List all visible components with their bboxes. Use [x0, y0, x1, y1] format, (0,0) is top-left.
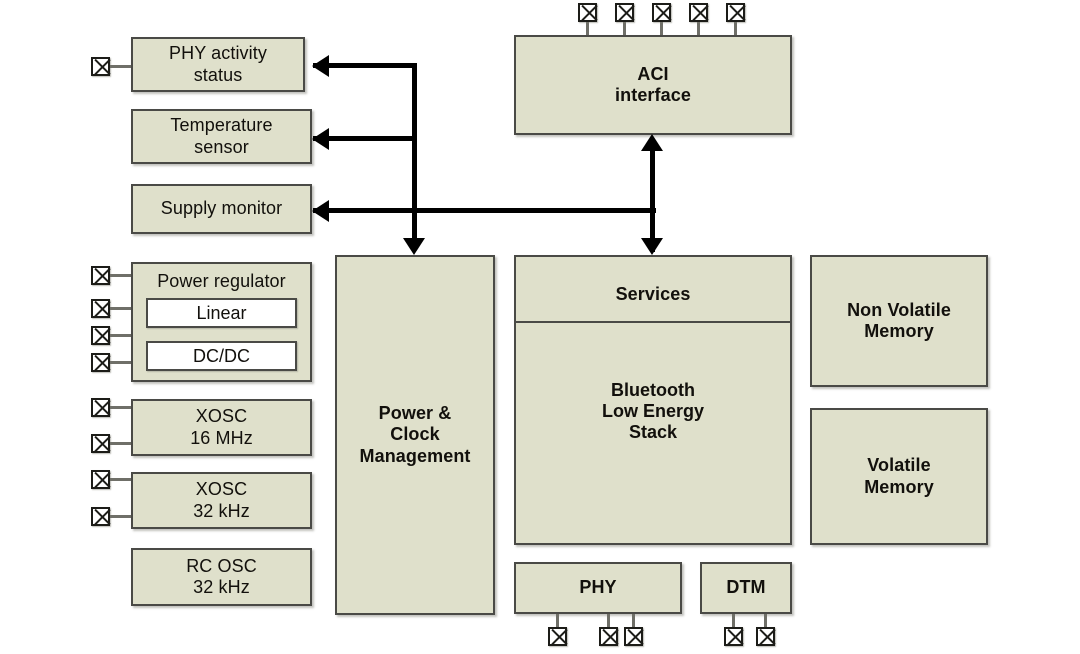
xosc-16mhz-line2: 16 MHz	[190, 427, 253, 448]
ble-stack-line3: Stack	[628, 422, 678, 443]
phy-pad-lead-1	[556, 614, 559, 629]
block-power-regulator-dcdc[interactable]: DC/DC	[146, 341, 297, 371]
pad-square-x-icon-power-reg-3[interactable]	[91, 326, 110, 345]
pad-square-x-icon-dtm-2[interactable]	[756, 627, 775, 646]
non-volatile-memory-line1: Non Volatile	[847, 299, 951, 320]
block-power-regulator-linear[interactable]: Linear	[146, 298, 297, 328]
aci-interface-line2: interface	[615, 85, 691, 105]
block-non-volatile-memory[interactable]: Non Volatile Memory	[810, 255, 988, 387]
phy-pad-lead-2	[607, 614, 610, 629]
block-xosc-32khz[interactable]: XOSC 32 kHz	[131, 472, 312, 529]
volatile-memory-line1: Volatile	[867, 455, 931, 476]
arrowhead-services-down	[641, 238, 663, 255]
block-ble-stack-container[interactable]: Services	[514, 255, 792, 545]
supply-monitor-label: Supply monitor	[160, 198, 283, 219]
phy-pad-lead-3	[632, 614, 635, 629]
arrowhead-temperature-sensor	[312, 128, 329, 150]
services-label: Services	[615, 284, 691, 304]
block-aci-interface[interactable]: ACI interface	[514, 35, 792, 135]
pad-square-x-icon-dtm-1[interactable]	[724, 627, 743, 646]
pad-square-x-icon-phy-2[interactable]	[599, 627, 618, 646]
power-reg-pad-lead-1	[110, 274, 134, 277]
rc-osc-32khz-line1: RC OSC	[186, 555, 257, 576]
power-clock-management-line3: Management	[359, 445, 471, 466]
pad-square-x-icon-xosc32-2[interactable]	[91, 507, 110, 526]
wire-aci-to-services	[650, 140, 655, 252]
phy-activity-status-line1: PHY activity	[169, 43, 267, 64]
ble-stack-line2: Low Energy	[601, 401, 704, 422]
pad-square-x-icon-power-reg-2[interactable]	[91, 299, 110, 318]
phy-label: PHY	[579, 577, 617, 598]
dtm-pad-lead-1	[732, 614, 735, 629]
pad-square-x-icon-phy-3[interactable]	[624, 627, 643, 646]
pad-square-x-icon-power-reg-1[interactable]	[91, 266, 110, 285]
power-regulator-label: Power regulator	[157, 271, 286, 291]
arrowhead-power-clock-management	[403, 238, 425, 255]
dtm-label: DTM	[726, 577, 766, 598]
pad-square-x-icon-aci-1[interactable]	[578, 3, 597, 22]
wire-to-phy-activity-status	[313, 63, 415, 68]
pad-square-x-icon-aci-4[interactable]	[689, 3, 708, 22]
volatile-memory-line2: Memory	[864, 476, 934, 497]
xosc-32khz-line1: XOSC	[195, 479, 248, 500]
phy-activity-pad-lead	[110, 65, 132, 68]
pad-square-x-icon-phy-activity[interactable]	[91, 57, 110, 76]
aci-pad-lead-4	[697, 22, 700, 36]
block-supply-monitor[interactable]: Supply monitor	[131, 184, 312, 234]
aci-interface-line1: ACI	[637, 63, 669, 84]
aci-pad-lead-3	[660, 22, 663, 36]
pad-square-x-icon-power-reg-4[interactable]	[91, 353, 110, 372]
aci-pad-lead-5	[734, 22, 737, 36]
pad-square-x-icon-xosc32-1[interactable]	[91, 470, 110, 489]
block-phy[interactable]: PHY	[514, 562, 682, 614]
xosc16-pad-lead-1	[110, 406, 134, 409]
xosc16-pad-lead-2	[110, 442, 134, 445]
aci-pad-lead-1	[586, 22, 589, 36]
arrowhead-phy-activity-status	[312, 55, 329, 77]
power-clock-management-line2: Clock	[390, 424, 440, 445]
temperature-sensor-line1: Temperature	[170, 115, 273, 136]
pad-square-x-icon-aci-3[interactable]	[652, 3, 671, 22]
power-reg-pad-lead-3	[110, 334, 134, 337]
power-clock-management-line1: Power &	[378, 403, 452, 424]
services-stack-divider	[516, 321, 790, 323]
xosc32-pad-lead-2	[110, 515, 134, 518]
block-volatile-memory[interactable]: Volatile Memory	[810, 408, 988, 545]
aci-pad-lead-2	[623, 22, 626, 36]
rc-osc-32khz-line2: 32 kHz	[193, 577, 250, 597]
power-reg-pad-lead-2	[110, 307, 134, 310]
xosc-32khz-line2: 32 kHz	[193, 500, 250, 521]
pad-square-x-icon-aci-5[interactable]	[726, 3, 745, 22]
pad-square-x-icon-aci-2[interactable]	[615, 3, 634, 22]
pad-square-x-icon-xosc16-1[interactable]	[91, 398, 110, 417]
arrowhead-aci-interface-up	[641, 134, 663, 151]
power-reg-pad-lead-4	[110, 361, 134, 364]
temperature-sensor-line2: sensor	[194, 136, 249, 157]
block-xosc-16mhz[interactable]: XOSC 16 MHz	[131, 399, 312, 456]
xosc-16mhz-line1: XOSC	[195, 406, 248, 427]
block-rc-osc-32khz[interactable]: RC OSC 32 kHz	[131, 548, 312, 606]
block-ble-stack-label: Bluetooth Low Energy Stack	[514, 380, 792, 444]
pad-square-x-icon-xosc16-2[interactable]	[91, 434, 110, 453]
block-temperature-sensor[interactable]: Temperature sensor	[131, 109, 312, 164]
wire-to-supply-monitor	[313, 208, 656, 213]
power-regulator-dcdc-label: DC/DC	[193, 345, 250, 366]
non-volatile-memory-line2: Memory	[864, 321, 934, 341]
arrowhead-supply-monitor	[312, 200, 329, 222]
phy-activity-status-line2: status	[193, 64, 243, 85]
block-dtm[interactable]: DTM	[700, 562, 792, 614]
xosc32-pad-lead-1	[110, 478, 134, 481]
wire-to-temperature-sensor	[313, 136, 415, 141]
pad-square-x-icon-phy-1[interactable]	[548, 627, 567, 646]
dtm-pad-lead-2	[764, 614, 767, 629]
block-power-clock-management[interactable]: Power & Clock Management	[335, 255, 495, 615]
wire-trunk-vertical-left	[412, 63, 417, 240]
ble-stack-line1: Bluetooth	[611, 380, 695, 400]
block-phy-activity-status[interactable]: PHY activity status	[131, 37, 305, 92]
power-regulator-linear-label: Linear	[196, 302, 247, 323]
